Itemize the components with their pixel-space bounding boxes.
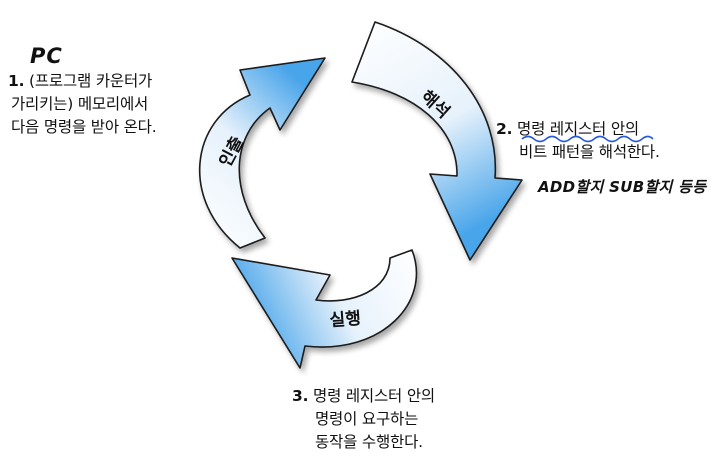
decode-arrow xyxy=(351,21,523,261)
step-1-text: 1. (프로그램 카운터가 가리키는) 메모리에서 다음 명령을 받아 온다. xyxy=(8,70,157,139)
step-2-number: 2. xyxy=(496,120,513,138)
execute-label: 실행 xyxy=(329,309,362,331)
step-3-line-1: 명령 레지스터 안의 xyxy=(313,387,435,405)
execute-arrow xyxy=(231,249,418,369)
step-1-number: 1. xyxy=(8,72,25,90)
fetch-arrow xyxy=(198,57,326,249)
step-1-line-1: (프로그램 카운터가 xyxy=(29,72,153,90)
add-sub-handwritten-note: ADD할지 SUB할지 등등 xyxy=(538,178,707,196)
step-1-line-2: 가리키는) 메모리에서 xyxy=(11,95,149,113)
pc-handwritten-note: PC xyxy=(30,44,63,68)
step-1-line-3: 다음 명령을 받아 온다. xyxy=(11,118,157,136)
wavy-underline-annotation xyxy=(521,135,654,143)
step-3-line-2: 명령이 요구하는 xyxy=(315,410,419,428)
step-3-text: 3. 명령 레지스터 안의 명령이 요구하는 동작을 수행한다. xyxy=(292,385,435,454)
step-2-text: 2. 명령 레지스터 안의 비트 패턴을 해석한다. xyxy=(496,118,660,164)
step-2-line-2: 비트 패턴을 해석한다. xyxy=(519,143,660,161)
step-2-line-1: 명령 레지스터 안의 xyxy=(517,120,639,138)
step-3-line-3: 동작을 수행한다. xyxy=(315,433,423,451)
step-3-number: 3. xyxy=(292,387,309,405)
